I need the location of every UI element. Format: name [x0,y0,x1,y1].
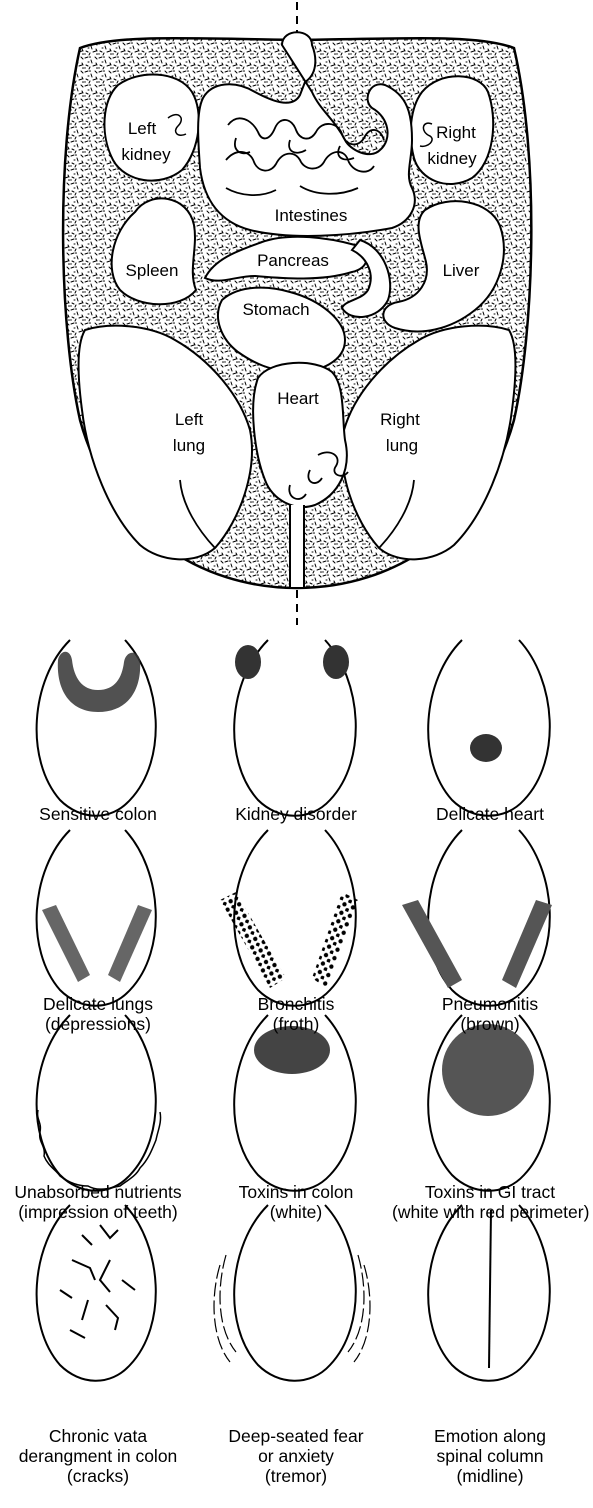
right-kidney-label-line1: Right [436,123,476,142]
caption-sensitive-colon: Sensitive colon [0,804,196,824]
toxins-gi-mark [442,1024,534,1116]
caption-deep-seated-fear: Deep-seated fear or anxiety (tremor) [198,1426,394,1486]
caption-emotion-spinal-column: Emotion along spinal column (midline) [392,1426,588,1486]
condition-diagram-bronchitis [220,830,358,1006]
condition-diagram-sensitive-colon [37,640,156,816]
caption-delicate-lungs: Delicate lungs (depressions) [0,994,196,1034]
caption-delicate-heart: Delicate heart [392,804,588,824]
caption-line: (white with red perimeter) [392,1202,588,1222]
condition-diagram-delicate-lungs [37,830,156,1006]
caption-line: (impression of teeth) [0,1202,196,1222]
caption-line: Toxins in GI tract [392,1182,588,1202]
left-lung-label-line1: Left [175,410,204,429]
right-lung-label-line2: lung [386,436,418,455]
condition-diagram-kidney-disorder [234,640,356,816]
caption-line: Unabsorbed nutrients [0,1182,196,1202]
stomach-label: Stomach [242,300,309,319]
condition-diagram-toxins-in-colon [234,1015,356,1191]
caption-unabsorbed-nutrients: Unabsorbed nutrients (impression of teet… [0,1182,196,1222]
organ-map: Left kidney Right kidney Intestines Sple… [63,2,531,625]
caption-line: (brown) [392,1014,588,1034]
caption-line: Delicate heart [392,804,588,824]
caption-line: Emotion along [392,1426,588,1446]
left-kidney-label-line1: Left [128,119,157,138]
heart-organ [253,363,347,507]
right-lung-label-line1: Right [380,410,420,429]
pneumonitis-mark-right [502,900,552,988]
bronchitis-froth-left [220,892,286,988]
pancreas-label: Pancreas [257,251,329,270]
caption-line: Chronic vata [0,1426,196,1446]
lung-depression-left [42,905,90,982]
caption-line: derangment in colon [0,1446,196,1466]
condition-diagram-chronic-vata [37,1205,156,1381]
condition-diagram-delicate-heart [428,640,550,816]
pneumonitis-mark-left [402,900,462,988]
caption-chronic-vata: Chronic vata derangment in colon (cracks… [0,1426,196,1486]
intestines-label: Intestines [275,206,348,225]
caption-line: (depressions) [0,1014,196,1034]
caption-line: (tremor) [198,1466,394,1486]
cracks-mark [60,1225,135,1338]
kidney-mark-right [323,645,349,679]
caption-pneumonitis: Pneumonitis (brown) [392,994,588,1034]
caption-line: (cracks) [0,1466,196,1486]
caption-line: (midline) [392,1466,588,1486]
caption-line: Deep-seated fear [198,1426,394,1446]
caption-toxins-in-colon: Toxins in colon (white) [198,1182,394,1222]
caption-line: or anxiety [198,1446,394,1466]
caption-line: Delicate lungs [0,994,196,1014]
caption-line: Kidney disorder [198,804,394,824]
tremor-lines-right [348,1255,370,1362]
caption-line: Bronchitis [198,994,394,1014]
teeth-impression-mark [38,1110,161,1189]
spinal-midline-mark [489,1210,491,1368]
condition-diagram-unabsorbed-nutrients [37,1015,161,1191]
caption-line: (white) [198,1202,394,1222]
condition-diagram-emotion-spinal-column [428,1205,550,1381]
caption-line: spinal column [392,1446,588,1466]
kidney-mark-left [235,645,261,679]
condition-diagram-pneumonitis [402,830,552,1006]
caption-toxins-in-gi-tract: Toxins in GI tract (white with red perim… [392,1182,588,1222]
left-lung-label-line2: lung [173,436,205,455]
tremor-lines-left [214,1255,236,1362]
right-kidney-label-line2: kidney [427,149,477,168]
bronchitis-froth-right [312,892,358,988]
caption-line: Toxins in colon [198,1182,394,1202]
median-groove-fill [291,505,303,587]
spleen-label: Spleen [126,261,179,280]
left-kidney-label-line2: kidney [121,145,171,164]
caption-line: (froth) [198,1014,394,1034]
caption-kidney-disorder: Kidney disorder [198,804,394,824]
heart-mark [470,734,502,762]
colon-sensitivity-mark [58,652,140,712]
lung-depression-right [108,905,152,982]
heart-label: Heart [277,389,319,408]
condition-diagram-toxins-in-gi-tract [428,1015,550,1191]
caption-line: Pneumonitis [392,994,588,1014]
caption-line: Sensitive colon [0,804,196,824]
liver-label: Liver [443,261,480,280]
condition-diagram-deep-seated-fear [214,1205,370,1381]
caption-bronchitis: Bronchitis (froth) [198,994,394,1034]
